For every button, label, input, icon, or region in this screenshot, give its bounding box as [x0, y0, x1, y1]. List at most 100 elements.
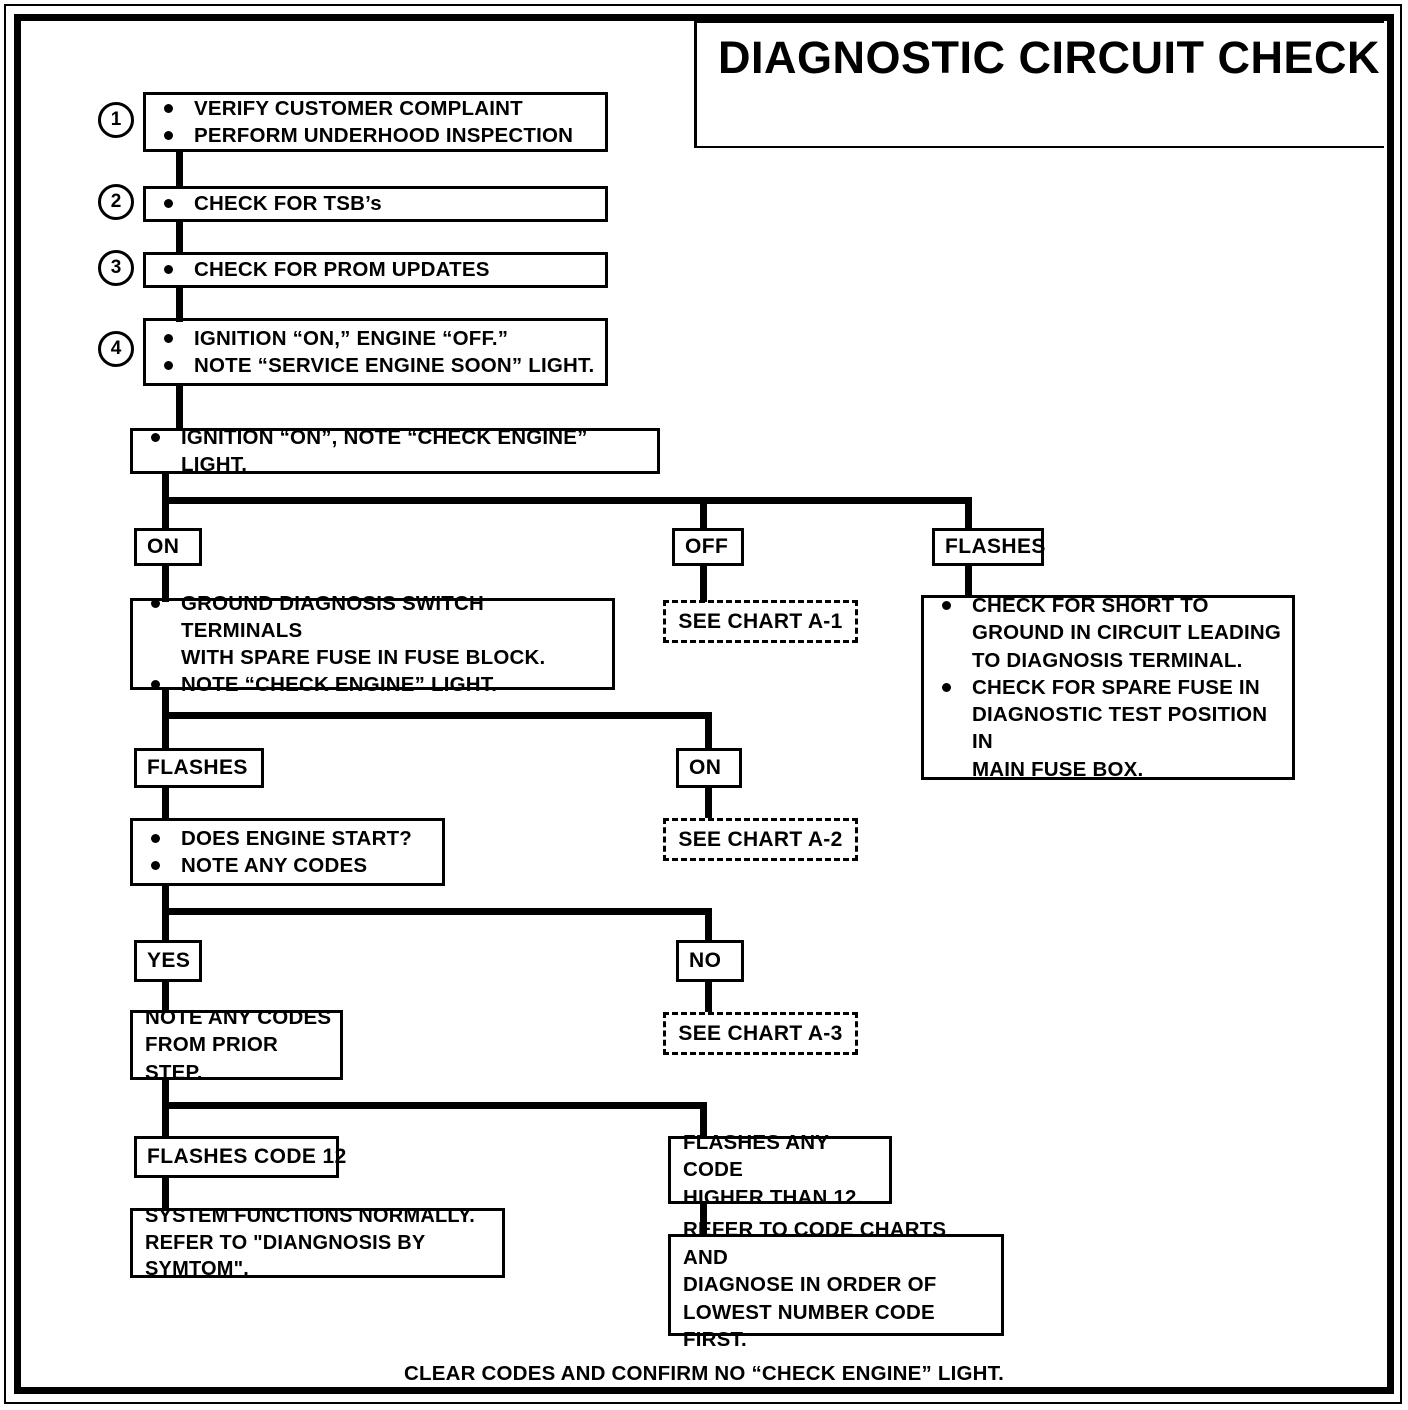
- connector-off-to-chart-a1: [700, 564, 707, 602]
- step-4-item-1: IGNITION “ON,” ENGINE “OFF.”: [160, 325, 597, 352]
- branch3-label-no: NO: [676, 940, 744, 982]
- ignition-on-box: IGNITION “ON”, NOTE “CHECK ENGINE” LIGHT…: [130, 426, 660, 476]
- connector-bus2-on: [705, 712, 712, 750]
- connector-ground-bus2: [162, 688, 169, 718]
- see-chart-a3-box[interactable]: SEE CHART A-3: [663, 1012, 858, 1055]
- see-chart-a1-box[interactable]: SEE CHART A-1: [663, 600, 858, 643]
- connector-flashes2-engine-start: [162, 786, 169, 820]
- engine-start-list: DOES ENGINE START? NOTE ANY CODES: [133, 825, 442, 880]
- step-1-item-1: VERIFY CUSTOMER COMPLAINT: [160, 95, 597, 122]
- short-to-ground-box: CHECK FOR SHORT TO GROUND IN CIRCUIT LEA…: [921, 592, 1295, 783]
- branch-bus-2: [162, 712, 712, 719]
- system-normal-text: SYSTEM FUNCTIONS NORMALLY. REFER TO "DIA…: [145, 1204, 476, 1281]
- connector-bus3-no: [705, 908, 712, 942]
- connector-bus4-higher: [700, 1102, 707, 1138]
- step-1-item-2: PERFORM UNDERHOOD INSPECTION: [160, 122, 597, 149]
- ground-diagnosis-box: GROUND DIAGNOSIS SWITCH TERMINALS WITH S…: [130, 592, 615, 696]
- step-4-box: IGNITION “ON,” ENGINE “OFF.” NOTE “SERVI…: [143, 318, 608, 386]
- connector-on-to-ground-box: [162, 564, 169, 602]
- connector-higher-code-charts: [700, 1202, 707, 1236]
- branch4-label-higher-box: FLASHES ANY CODE HIGHER THAN 12.: [668, 1131, 892, 1209]
- step-number-4: 4: [98, 331, 134, 367]
- branch-label-flashes: FLASHES: [932, 528, 1046, 566]
- connector-step4-ignition: [176, 384, 183, 430]
- branch-label-flashes-text: FLASHES: [945, 535, 1046, 558]
- step-number-4-label: 4: [110, 338, 122, 359]
- connector-bus3-yes: [162, 908, 169, 942]
- step-4-list: IGNITION “ON,” ENGINE “OFF.” NOTE “SERVI…: [146, 325, 605, 380]
- ignition-on-item-1: IGNITION “ON”, NOTE “CHECK ENGINE” LIGHT…: [147, 424, 649, 479]
- step-number-3: 3: [98, 250, 134, 286]
- branch-label-off-text: OFF: [685, 535, 729, 558]
- step-3-box: CHECK FOR PROM UPDATES: [143, 252, 608, 288]
- step-number-3-label: 3: [110, 257, 122, 278]
- branch2-label-flashes: FLASHES: [134, 748, 264, 788]
- connector-code12-normal: [162, 1176, 169, 1210]
- connector-no-chart-a3: [705, 980, 712, 1012]
- see-chart-a1-label: SEE CHART A-1: [678, 609, 843, 633]
- code-charts-box: REFER TO CODE CHARTS AND DIAGNOSE IN ORD…: [668, 1218, 1004, 1351]
- see-chart-a2-label: SEE CHART A-2: [678, 827, 843, 851]
- branch4-label-code12-text: FLASHES CODE 12: [147, 1145, 347, 1168]
- connector-bus1-on: [162, 497, 169, 530]
- branch2-label-on-text: ON: [689, 756, 722, 779]
- short-to-ground-item-2: CHECK FOR SPARE FUSE IN DIAGNOSTIC TEST …: [938, 674, 1284, 783]
- short-to-ground-list: CHECK FOR SHORT TO GROUND IN CIRCUIT LEA…: [924, 592, 1292, 783]
- step-number-1: 1: [98, 102, 134, 138]
- branch-bus-1: [162, 497, 972, 504]
- branch-bus-3: [162, 908, 712, 915]
- branch-label-on: ON: [134, 528, 202, 566]
- short-to-ground-item-1: CHECK FOR SHORT TO GROUND IN CIRCUIT LEA…: [938, 592, 1284, 674]
- step-number-2-label: 2: [110, 191, 122, 212]
- connector-bus1-flashes: [965, 497, 972, 530]
- connector-step3-step4: [176, 286, 183, 322]
- connector-step2-step3: [176, 220, 183, 254]
- page-title: DIAGNOSTIC CIRCUIT CHECK: [718, 32, 1380, 83]
- note-codes-box: NOTE ANY CODES FROM PRIOR STEP.: [130, 1006, 343, 1084]
- step-2-item-1: CHECK FOR TSB’s: [160, 190, 597, 217]
- connector-yes-note-codes: [162, 980, 169, 1012]
- connector-bus1-off: [700, 497, 707, 530]
- ignition-on-list: IGNITION “ON”, NOTE “CHECK ENGINE” LIGHT…: [133, 424, 657, 479]
- see-chart-a3-label: SEE CHART A-3: [678, 1021, 843, 1045]
- see-chart-a2-box[interactable]: SEE CHART A-2: [663, 818, 858, 861]
- branch4-label-higher-text: FLASHES ANY CODE HIGHER THAN 12.: [683, 1130, 863, 1209]
- ground-diagnosis-item-1: GROUND DIAGNOSIS SWITCH TERMINALS WITH S…: [147, 590, 604, 672]
- branch3-label-yes: YES: [134, 940, 202, 982]
- connector-bus4-code12: [162, 1102, 169, 1138]
- branch-bus-4: [162, 1102, 707, 1109]
- inner-frame-border: [14, 14, 1394, 1394]
- branch2-label-flashes-text: FLASHES: [147, 756, 248, 779]
- branch4-label-code12: FLASHES CODE 12: [134, 1136, 346, 1178]
- branch2-label-on: ON: [676, 748, 742, 788]
- step-1-list: VERIFY CUSTOMER COMPLAINT PERFORM UNDERH…: [146, 95, 605, 150]
- engine-start-item-1: DOES ENGINE START?: [147, 825, 434, 852]
- step-3-list: CHECK FOR PROM UPDATES: [146, 256, 605, 283]
- step-2-box: CHECK FOR TSB’s: [143, 186, 608, 222]
- title-box: [694, 20, 1384, 148]
- connector-step1-step2: [176, 150, 183, 188]
- engine-start-item-2: NOTE ANY CODES: [147, 852, 434, 879]
- branch3-label-no-text: NO: [689, 949, 722, 972]
- step-4-item-2: NOTE “SERVICE ENGINE SOON” LIGHT.: [160, 352, 597, 379]
- connector-ignition-bus1: [162, 472, 169, 504]
- step-number-1-label: 1: [110, 109, 122, 130]
- branch3-label-yes-text: YES: [147, 949, 191, 972]
- connector-bus2-flashes: [162, 712, 169, 750]
- connector-note-codes-bus4: [162, 1078, 169, 1106]
- step-2-list: CHECK FOR TSB’s: [146, 190, 605, 217]
- code-charts-text: REFER TO CODE CHARTS AND DIAGNOSE IN ORD…: [683, 1218, 947, 1352]
- branch-label-on-text: ON: [147, 535, 180, 558]
- connector-engine-start-bus3: [162, 884, 169, 912]
- footer-note: CLEAR CODES AND CONFIRM NO “CHECK ENGINE…: [404, 1362, 1004, 1385]
- step-3-item-1: CHECK FOR PROM UPDATES: [160, 256, 597, 283]
- connector-on2-chart-a2: [705, 786, 712, 818]
- ground-diagnosis-list: GROUND DIAGNOSIS SWITCH TERMINALS WITH S…: [133, 590, 612, 699]
- engine-start-box: DOES ENGINE START? NOTE ANY CODES: [130, 818, 445, 886]
- note-codes-text: NOTE ANY CODES FROM PRIOR STEP.: [145, 1005, 332, 1084]
- step-1-box: VERIFY CUSTOMER COMPLAINT PERFORM UNDERH…: [143, 92, 608, 152]
- ground-diagnosis-item-2: NOTE “CHECK ENGINE” LIGHT.: [147, 671, 604, 698]
- connector-flashes-to-short-box: [965, 564, 972, 598]
- system-normal-box: SYSTEM FUNCTIONS NORMALLY. REFER TO "DIA…: [130, 1205, 505, 1280]
